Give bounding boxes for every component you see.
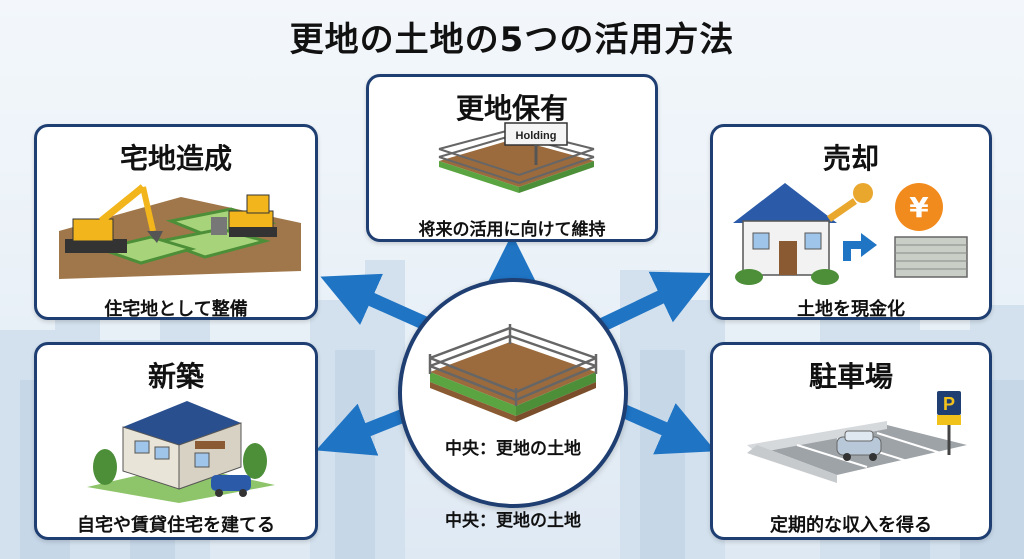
yen-symbol: ¥: [909, 191, 929, 224]
card-construction-title: 新築: [147, 360, 204, 393]
card-sale: 売却 ¥ 土地を現金化: [710, 124, 992, 320]
card-holding: 更地保有 Holding 将来の活用に向けて維持: [366, 74, 658, 242]
new-house-illustration: [87, 401, 275, 503]
page-title: 更地の土地の5つの活用方法: [289, 20, 735, 60]
card-development-caption: 住宅地として整備: [104, 299, 248, 320]
fenced-lot-illustration: Holding: [438, 122, 595, 193]
arrow-to-sale: [596, 271, 712, 333]
center-label: 中央：更地の土地: [445, 439, 581, 459]
parking-lot-illustration: P: [747, 391, 967, 483]
card-holding-caption: 将来の活用に向けて維持: [418, 220, 606, 240]
center-vacant-land: 中央：更地の土地: [398, 278, 628, 508]
card-parking-title: 駐車場: [808, 360, 893, 393]
card-holding-title: 更地保有: [455, 92, 568, 125]
card-development: 宅地造成 住宅地として整備: [34, 124, 318, 320]
card-parking: 駐車場 P 定期的な収入を得る: [710, 342, 992, 540]
yen-circle: [895, 183, 943, 231]
excavator-lots-illustration: [59, 184, 301, 279]
card-parking-caption: 定期的な収入を得る: [770, 515, 932, 536]
card-construction-caption: 自宅や賃貸住宅を建てる: [77, 515, 275, 536]
card-development-title: 宅地造成: [119, 142, 232, 175]
holding-sign-text: Holding: [516, 130, 557, 142]
house-key-money-illustration: ¥: [733, 183, 968, 285]
card-sale-caption: 土地を現金化: [797, 299, 905, 320]
card-construction: 新築 自宅や賃貸住宅を建てる: [34, 342, 318, 540]
card-sale-title: 売却: [822, 142, 879, 175]
center-caption-below: 中央：更地の土地: [445, 511, 581, 531]
vacant-land-illustration: [428, 324, 598, 422]
parking-sign-letter: P: [943, 394, 955, 414]
